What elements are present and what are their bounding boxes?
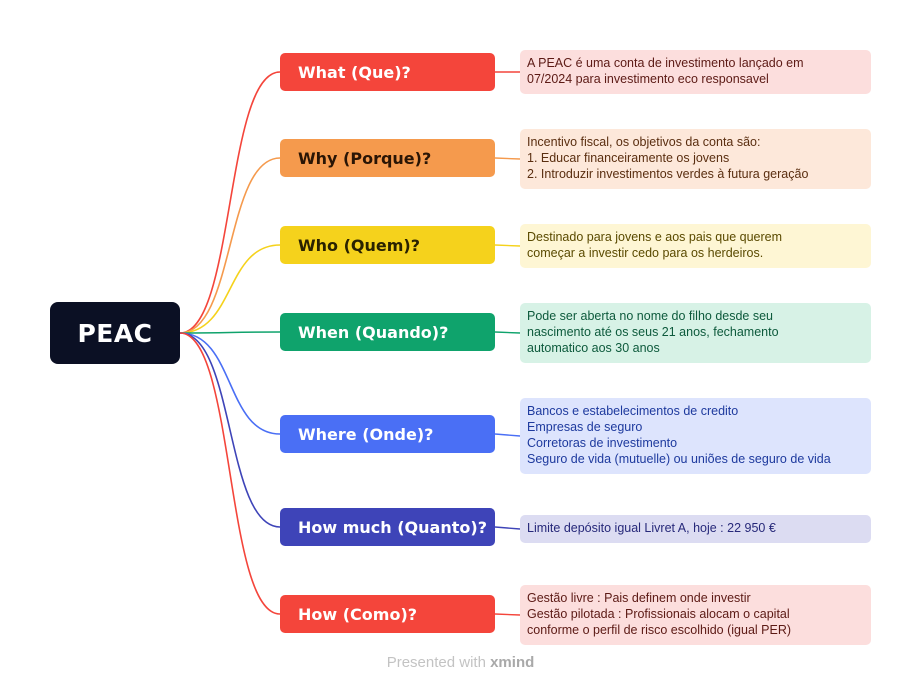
detail-line: 2. Introduzir investimentos verdes à fut… [527,167,809,181]
detail-line: Pode ser aberta no nome do filho desde s… [527,309,774,323]
branch-label: When (Quando)? [298,322,449,342]
branch-who[interactable]: Who (Quem)? [280,226,495,264]
footer-credit: Presented with xmind [0,654,921,671]
branch-label: What (Que)? [298,62,411,82]
detail-line: Destinado para jovens e aos pais que que… [527,230,783,244]
branch-label: Who (Quem)? [298,235,421,255]
detail-line: Empresas de seguro [527,420,643,434]
detail-line: 1. Educar financeiramente os jovens [527,151,730,165]
branch-how-much[interactable]: How much (Quanto)? [280,508,495,546]
detail-connector-how [494,613,521,616]
detail-connector-where [494,433,521,437]
detail-line: A PEAC é uma conta de investimento lança… [527,56,804,70]
branch-label: Where (Onde)? [298,424,434,444]
detail-line: 07/2024 para investimento eco responsave… [527,72,769,86]
detail-where[interactable]: Bancos e estabelecimentos de credito Emp… [520,398,871,474]
detail-line: nascimento até os seus 21 anos, fechamen… [527,325,779,339]
detail-line: Corretoras de investimento [527,436,678,450]
detail-line: Seguro de vida (mutuelle) ou uniões de s… [527,452,831,466]
detail-line: Bancos e estabelecimentos de credito [527,404,739,418]
branch-when[interactable]: When (Quando)? [280,313,495,351]
footer-prefix: Presented with [386,654,491,671]
detail-connector-how-much [494,526,521,530]
connector-when [179,331,281,334]
detail-why[interactable]: Incentivo fiscal, os objetivos da conta … [520,129,871,189]
detail-line: Gestão livre : Pais definem onde investi… [527,591,751,605]
connector-who [179,244,281,334]
branch-how[interactable]: How (Como)? [280,595,495,633]
root-topic-peac[interactable]: PEAC [50,302,180,364]
detail-line: conforme o perfil de risco escolhido (ig… [527,623,792,637]
detail-line: automatico aos 30 anos [527,341,660,355]
detail-connector-when [494,331,521,334]
detail-what[interactable]: A PEAC é uma conta de investimento lança… [520,50,871,94]
detail-line: Limite depósito igual Livret A, hoje : 2… [527,521,776,535]
branch-label: How much (Quanto)? [298,517,487,537]
detail-when[interactable]: Pode ser aberta no nome do filho desde s… [520,303,871,363]
branch-label: Why (Porque)? [298,148,432,168]
branch-label: How (Como)? [298,604,418,624]
connector-where [179,332,281,435]
detail-line: começar a investir cedo para os herdeiro… [527,246,764,260]
detail-connector-why [494,157,521,160]
detail-how-much[interactable]: Limite depósito igual Livret A, hoje : 2… [520,515,871,543]
connector-why [179,157,281,334]
branch-where[interactable]: Where (Onde)? [280,415,495,453]
branch-what[interactable]: What (Que)? [280,53,495,91]
detail-line: Gestão pilotada : Profissionais alocam o… [527,607,790,621]
connector-how-much [179,332,281,528]
detail-who[interactable]: Destinado para jovens e aos pais que que… [520,224,871,268]
xmind-logo-text: xmind [490,654,535,671]
branch-why[interactable]: Why (Porque)? [280,139,495,177]
root-topic-label: PEAC [77,318,153,348]
connector-how [179,332,281,615]
detail-connector-who [494,244,521,247]
detail-line: Incentivo fiscal, os objetivos da conta … [527,135,761,149]
connector-what [179,71,281,334]
detail-how[interactable]: Gestão livre : Pais definem onde investi… [520,585,871,645]
